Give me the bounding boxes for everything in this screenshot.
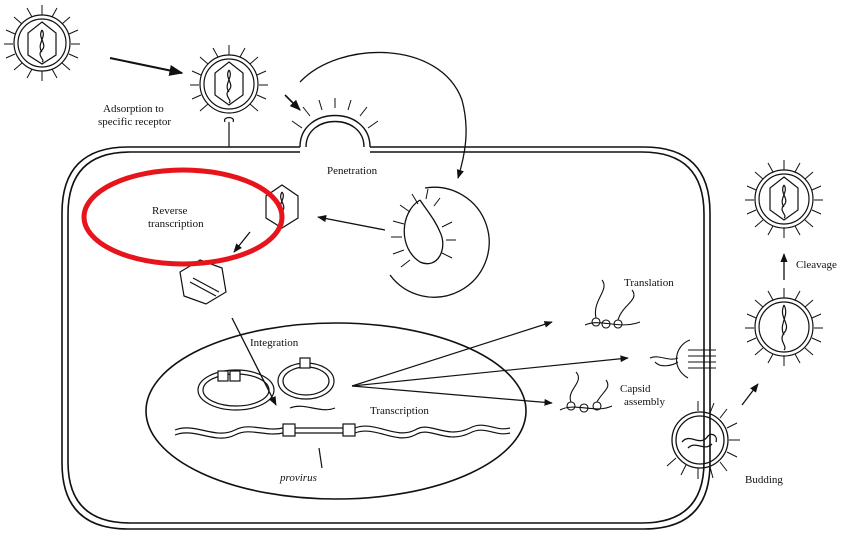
arrow-uncoating: [318, 217, 385, 230]
budding-virion: [667, 401, 740, 479]
assembly-site: [650, 340, 716, 378]
nucleus: [146, 323, 526, 499]
circular-dna: [198, 358, 335, 410]
label-reverse-1: Reverse: [152, 205, 188, 217]
arrow-to-rt-complex: [234, 232, 250, 252]
label-transcription: Transcription: [370, 405, 429, 417]
label-provirus: provirus: [279, 472, 317, 484]
label-adsorption-1: Adsorption to: [103, 103, 164, 115]
mature-virion: [745, 160, 823, 238]
transcription-arrows: [352, 322, 628, 403]
arrow-approach: [110, 58, 182, 73]
penetration-bump: [292, 98, 378, 147]
chromosome-provirus: [175, 424, 510, 468]
label-reverse-2: transcription: [148, 218, 204, 230]
label-cleavage: Cleavage: [796, 259, 837, 271]
ribosomes-lower: [560, 372, 612, 412]
label-translation: Translation: [624, 277, 674, 289]
highlight-circle: [84, 170, 282, 264]
endosome: [390, 187, 489, 297]
label-penetration: Penetration: [327, 165, 378, 177]
adsorbed-virion: [190, 45, 268, 147]
label-capsid-2: assembly: [624, 396, 665, 408]
label-capsid-1: Capsid: [620, 383, 651, 395]
free-virion: [4, 5, 80, 81]
arrow-endocytosis: [300, 52, 466, 178]
rt-complex: [180, 260, 226, 304]
arrow-to-fusion: [285, 95, 300, 110]
label-integration: Integration: [250, 337, 299, 349]
immature-virion: [745, 288, 823, 366]
label-budding: Budding: [745, 474, 783, 486]
arrow-release: [742, 384, 758, 405]
label-adsorption-2: specific receptor: [98, 116, 171, 128]
